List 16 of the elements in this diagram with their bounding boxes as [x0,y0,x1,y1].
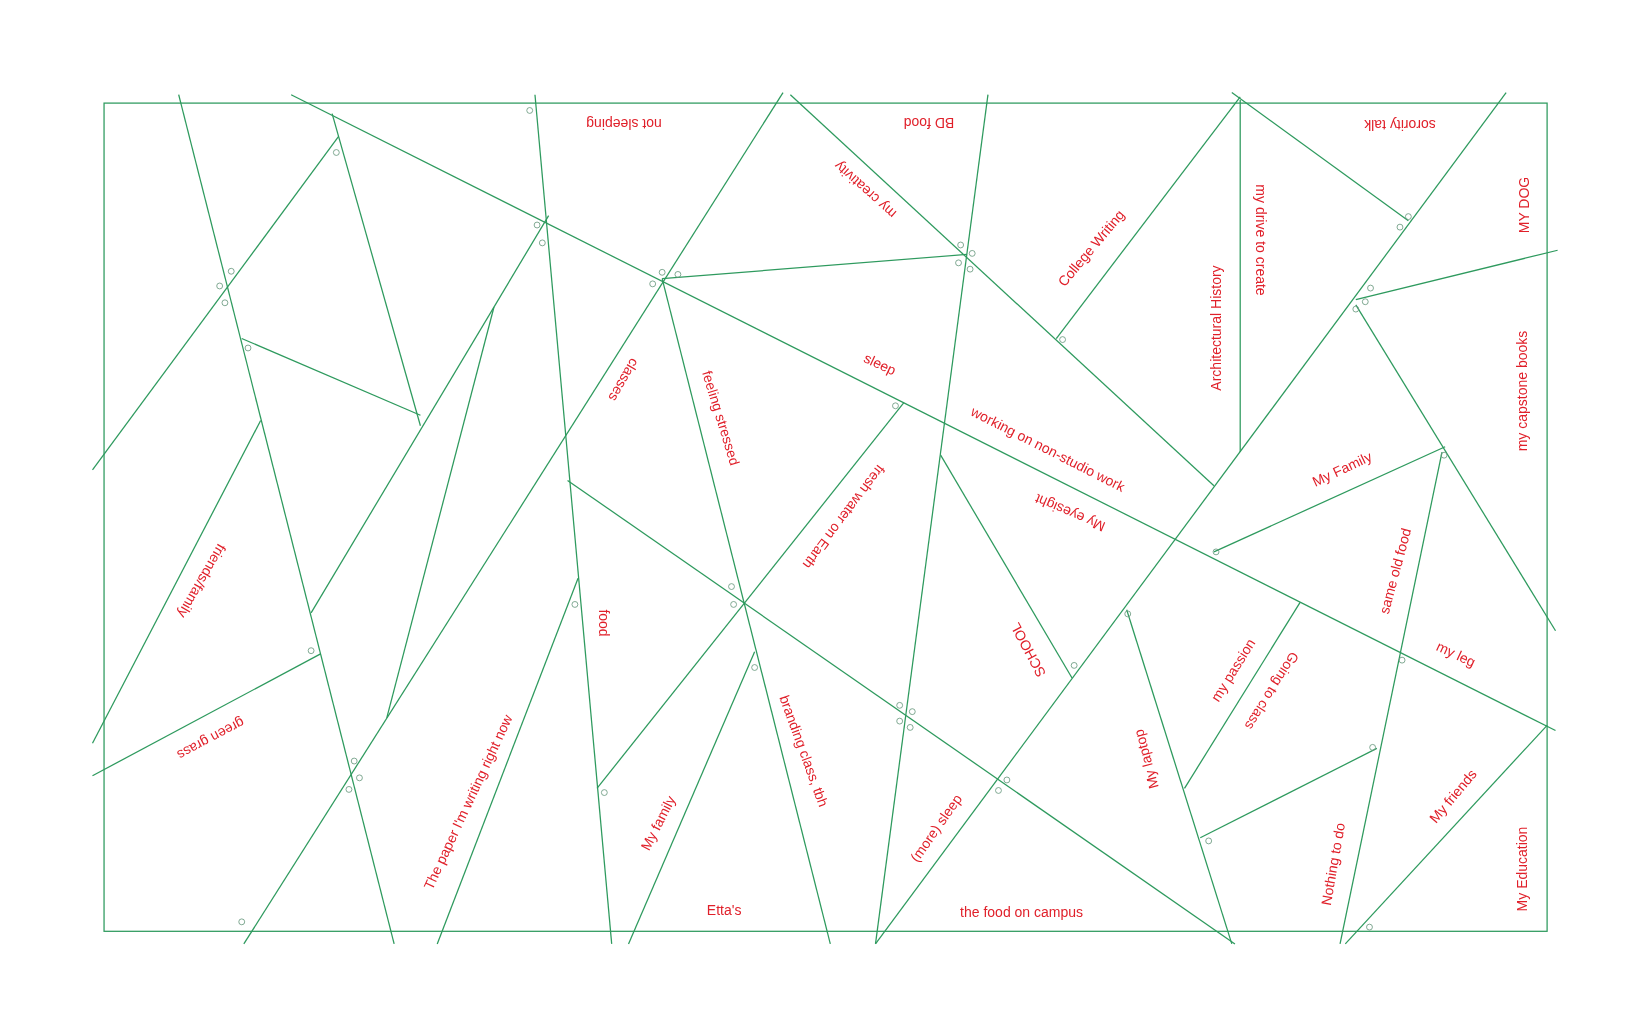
handwritten-label: My laptop [1131,727,1161,790]
handwritten-label: same old food [1376,526,1413,615]
handwritten-label: the food on campus [960,905,1084,920]
handwritten-label: sorority talk [1364,118,1436,133]
handwritten-label: Nothing to do [1318,821,1347,907]
handwritten-label: My Education [1514,826,1529,912]
handwritten-label: Etta's [706,903,742,918]
handwritten-label: my capstone books [1514,330,1529,452]
handwritten-label: BD food [903,115,955,130]
handwritten-label: Architectural History [1209,265,1223,391]
handwritten-label: not sleeping [586,117,663,131]
handwritten-label: food [597,609,612,637]
handwritten-label: my drive to create [1254,184,1269,296]
handwritten-label: sleep [861,350,898,378]
handwritten-label: MY DOG [1516,176,1531,234]
handwritten-label: my leg [1434,638,1478,669]
